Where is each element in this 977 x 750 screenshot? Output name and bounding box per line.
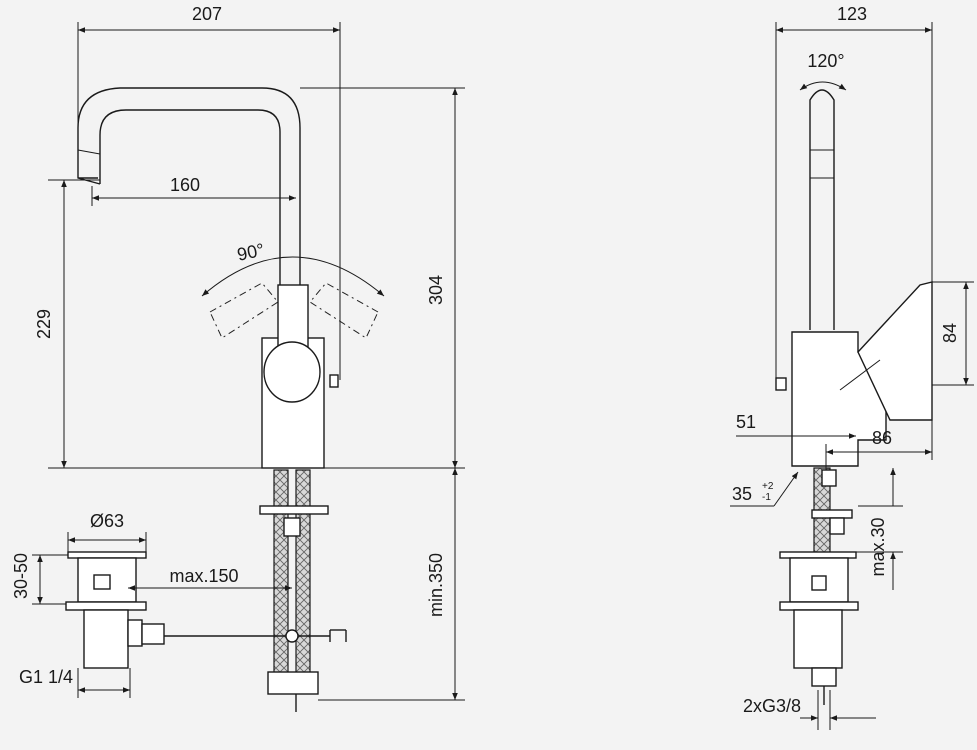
dim-lever-angle: 90° [235, 240, 266, 265]
front-view: 207 160 90° 229 304 min.350 Ø63 30-50 ma… [11, 4, 465, 712]
dim-hole-diameter: 35 [732, 484, 752, 504]
dim-hole-tol-upper: +2 [762, 481, 774, 492]
dim-hose-length: min.350 [426, 553, 446, 617]
dim-rod-length: max.150 [169, 566, 238, 586]
side-spout [809, 89, 835, 330]
rotation-arc [201, 256, 385, 297]
side-handle [857, 281, 933, 421]
dim-spout-reach: 160 [170, 175, 200, 195]
dim-offset: 51 [736, 412, 756, 432]
dim-base-depth: 86 [872, 428, 892, 448]
supply-hose-left [273, 469, 289, 686]
spout [77, 87, 301, 285]
dim-total-width: 207 [192, 4, 222, 24]
lever-rotation-ghost [209, 282, 279, 339]
dim-spout-height: 229 [34, 309, 54, 339]
dim-connection-thread: 2xG3/8 [743, 696, 801, 716]
dim-deck-thickness: max.30 [868, 517, 888, 576]
dim-waste-thread: G1 1/4 [19, 667, 73, 687]
side-view: 123 120° 84 51 86 35 +2 -1 max.30 2xG3/8 [730, 4, 974, 730]
dim-total-height: 304 [426, 275, 446, 305]
dim-side-depth: 123 [837, 4, 867, 24]
dim-swivel-angle: 120° [807, 51, 844, 71]
dim-handle-height: 84 [940, 323, 960, 343]
dim-hole-tol-lower: -1 [762, 492, 771, 503]
dim-waste-height: 30-50 [11, 553, 31, 599]
dim-waste-diameter: Ø63 [90, 511, 124, 531]
side-body [791, 331, 887, 467]
waste-fitting [65, 551, 165, 669]
supply-hose-right [295, 469, 311, 686]
